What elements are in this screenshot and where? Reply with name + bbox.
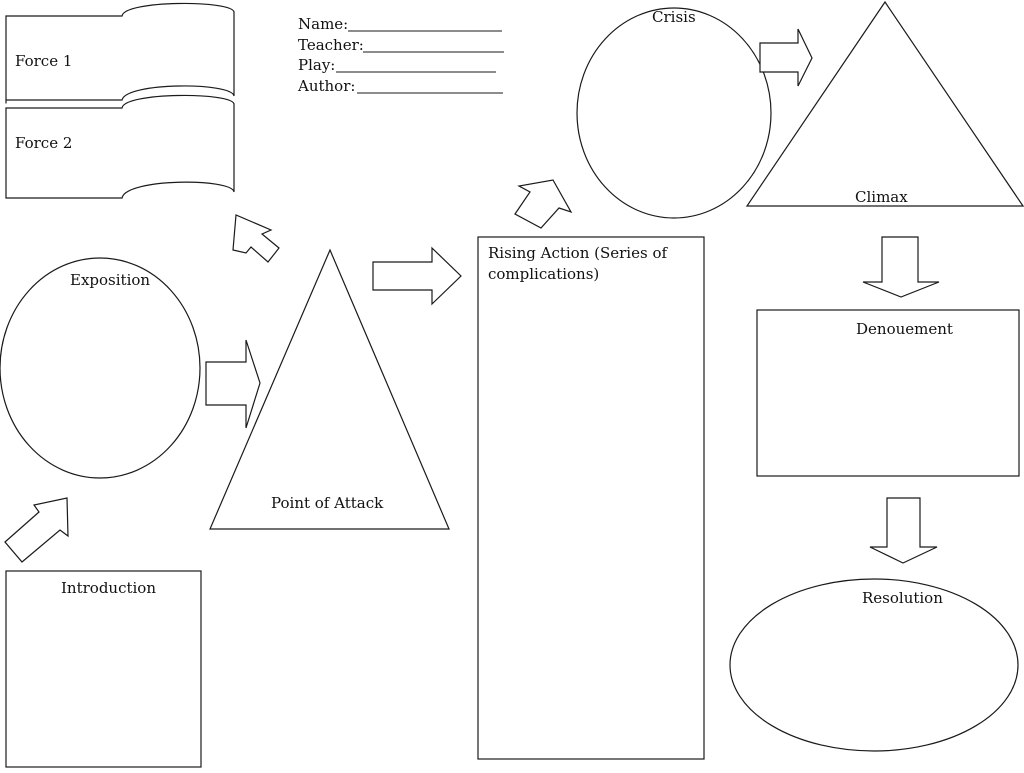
crisis-node: Crisis (576, 7, 772, 219)
author-field-label: Author: (297, 77, 355, 95)
rising-action-shape[interactable] (477, 236, 705, 760)
arrow-climax-to-denouement (862, 236, 940, 298)
play-field-label: Play: (298, 56, 335, 74)
resolution-node: Resolution (729, 578, 1019, 752)
arrow-intro-to-exposition (4, 497, 69, 563)
teacher-field-label: Teacher: (298, 36, 364, 54)
name-field-label: Name: (298, 15, 348, 33)
exposition-label: Exposition (70, 271, 150, 289)
introduction-shape[interactable] (5, 570, 202, 768)
rising-action-label-line1: Rising Action (Series of (488, 244, 668, 262)
header-form: Name: Teacher: Play: Author: (297, 15, 504, 95)
resolution-label: Resolution (862, 589, 943, 607)
exposition-shape[interactable] (0, 257, 201, 479)
force-1-label: Force 1 (15, 52, 72, 70)
denouement-label: Denouement (856, 320, 953, 338)
crisis-label: Crisis (652, 8, 696, 26)
force-1-shape[interactable] (5, 2, 235, 104)
force-2-banner: Force 2 (5, 94, 235, 199)
exposition-node: Exposition (0, 257, 201, 479)
rising-action-label-line2: complications) (488, 265, 599, 283)
point-of-attack-label: Point of Attack (271, 494, 384, 512)
arrow-exposition-to-attack (205, 339, 261, 429)
arrow-denouement-to-resolution (869, 497, 938, 564)
denouement-node: Denouement (756, 309, 1020, 477)
rising-action-node: Rising Action (Series of complications) (477, 236, 705, 760)
denouement-shape[interactable] (756, 309, 1020, 477)
climax-label: Climax (855, 188, 908, 206)
point-of-attack-node: Point of Attack (209, 248, 450, 530)
arrow-crisis-to-climax (759, 28, 813, 87)
point-of-attack-shape[interactable] (209, 248, 450, 530)
resolution-shape[interactable] (729, 578, 1019, 752)
climax-shape[interactable] (745, 0, 1024, 207)
arrow-rising-to-crisis (514, 179, 573, 229)
force-2-shape[interactable] (5, 94, 235, 199)
climax-node: Climax (745, 0, 1024, 207)
introduction-label: Introduction (61, 579, 156, 597)
force-2-label: Force 2 (15, 134, 72, 152)
force-1-banner: Force 1 (5, 2, 235, 104)
arrow-to-forces (232, 214, 280, 263)
introduction-node: Introduction (5, 570, 202, 768)
crisis-shape[interactable] (576, 7, 772, 219)
arrow-attack-to-rising (372, 246, 462, 306)
